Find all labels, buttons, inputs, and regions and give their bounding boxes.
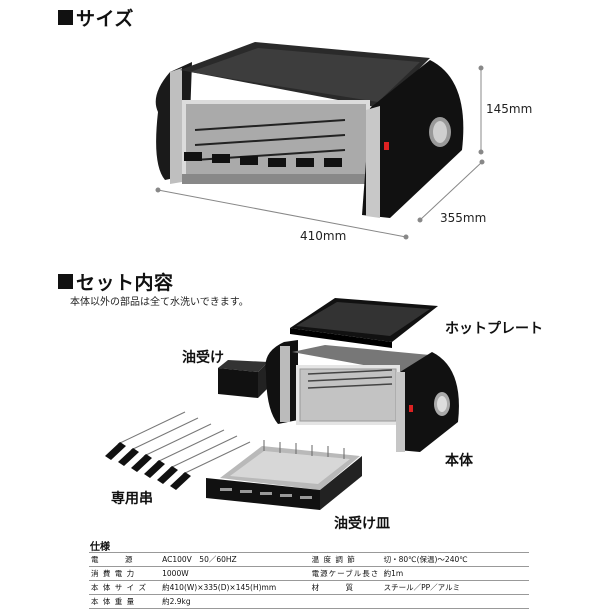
set-section-title: セット内容 [58,268,174,295]
oil-tray-image [218,360,268,398]
oil-tray-label: 油受け [182,350,224,366]
depth-dimension: 355mm [440,211,487,225]
width-dimension: 410mm [300,229,347,243]
hot-plate-image [290,298,438,348]
oil-pan-label: 油受け皿 [334,516,390,532]
grill-product-image [155,42,464,218]
table-row: 電 源 AC100V 50／60HZ 温 度 調 節 切・80℃(保温)～240… [89,552,529,567]
washable-note: 本体以外の部品は全て水洗いできます。 [70,297,249,308]
square-bullet-icon [58,274,73,289]
skewer-handles [105,442,191,490]
skewers-label: 専用串 [111,491,153,507]
height-dimension: 145mm [486,102,533,116]
table-row: 本 体 サ イ ズ 約410(W)×335(D)×145(H)mm 材 質 スチ… [89,580,529,595]
spec-table: 電 源 AC100V 50／60HZ 温 度 調 節 切・80℃(保温)～240… [89,552,529,609]
oil-pan-image [206,440,362,510]
skewers-image [117,411,251,475]
size-section-title: サイズ [58,4,134,31]
hot-plate-label: ホットプレート [445,321,543,337]
dimension-lines [155,65,485,240]
table-row: 本 体 重 量 約2.9kg [89,594,529,609]
table-row: 消 費 電 力 1000W 電源ケーブル長さ 約1m [89,566,529,581]
spec-title: 仕様 [90,542,110,553]
body-label: 本体 [445,453,473,469]
square-bullet-icon [58,10,73,25]
body-image [265,340,459,452]
